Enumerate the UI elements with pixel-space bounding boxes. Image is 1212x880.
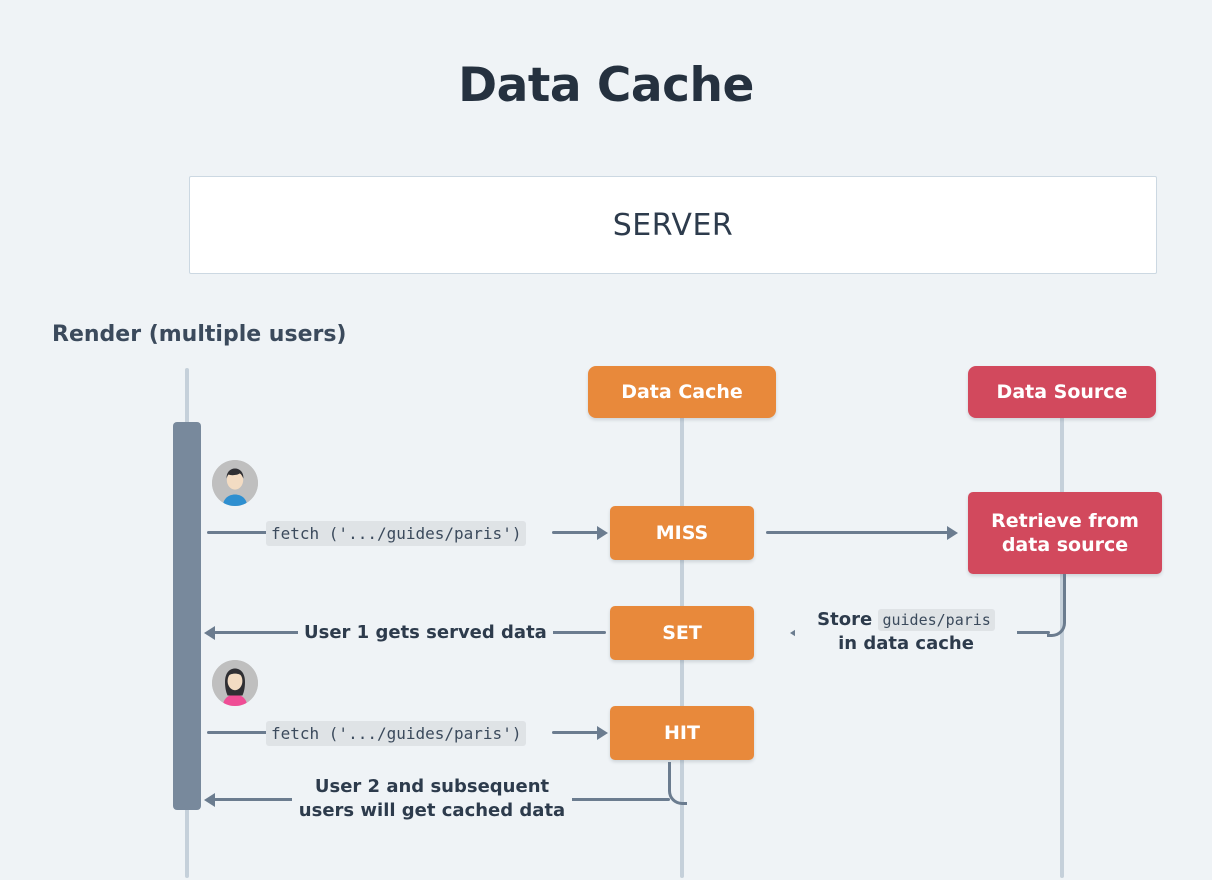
participant-data-cache[interactable]: Data Cache	[588, 366, 776, 418]
event-box-set[interactable]: SET	[610, 606, 754, 660]
server-box: SERVER	[189, 176, 1157, 274]
arrow-fetch-1-head	[597, 526, 608, 540]
user-2-avatar	[212, 660, 258, 706]
message-user-2-cached: User 2 and subsequent users will get cac…	[292, 775, 572, 824]
arrow-miss-to-source	[766, 531, 948, 534]
message-fetch-2: fetch ('.../guides/paris')	[266, 721, 527, 746]
page-title: Data Cache	[458, 58, 754, 113]
event-box-set-label: SET	[662, 621, 702, 644]
participant-data-source[interactable]: Data Source	[968, 366, 1156, 418]
arrow-miss-to-source-head	[947, 526, 958, 540]
arrow-fetch-1-stub	[207, 531, 269, 534]
message-store-in-cache: Store guides/paris in data cache	[795, 608, 1017, 657]
section-label: Render (multiple users)	[52, 322, 347, 347]
arrow-fetch-2-head	[597, 726, 608, 740]
message-user-1-served: User 1 gets served data	[298, 621, 553, 646]
event-box-miss-label: MISS	[655, 521, 709, 544]
elbow-source-to-set	[1047, 574, 1066, 637]
event-box-miss[interactable]: MISS	[610, 506, 754, 560]
message-fetch-1: fetch ('.../guides/paris')	[266, 521, 527, 546]
arrow-fetch-2-tail	[552, 731, 598, 734]
activation-bar-user	[173, 422, 201, 810]
elbow-hit-to-user	[668, 762, 687, 805]
event-box-retrieve-from-data-source[interactable]: Retrieve from data source	[968, 492, 1162, 574]
arrow-fetch-2-stub	[207, 731, 269, 734]
event-box-hit-label: HIT	[664, 721, 700, 744]
arrow-fetch-1-tail	[552, 531, 598, 534]
event-box-retrieve-line-1: Retrieve from	[991, 509, 1139, 532]
event-box-hit[interactable]: HIT	[610, 706, 754, 760]
participant-data-source-label: Data Source	[996, 381, 1128, 403]
arrow-cached-head	[204, 793, 215, 807]
message-store-suffix: in data cache	[838, 633, 974, 655]
arrow-served-1-head	[204, 626, 215, 640]
message-cached-line-2: users will get cached data	[298, 800, 566, 822]
message-cached-line-1: User 2 and subsequent	[314, 776, 550, 797]
participant-data-cache-label: Data Cache	[621, 381, 743, 403]
server-label: SERVER	[612, 207, 734, 243]
message-store-code: guides/paris	[878, 609, 995, 631]
event-box-retrieve-label: Retrieve from data source	[991, 509, 1139, 558]
event-box-retrieve-line-2: data source	[1001, 534, 1129, 556]
message-store-prefix: Store	[817, 609, 873, 630]
user-1-avatar	[212, 460, 258, 506]
